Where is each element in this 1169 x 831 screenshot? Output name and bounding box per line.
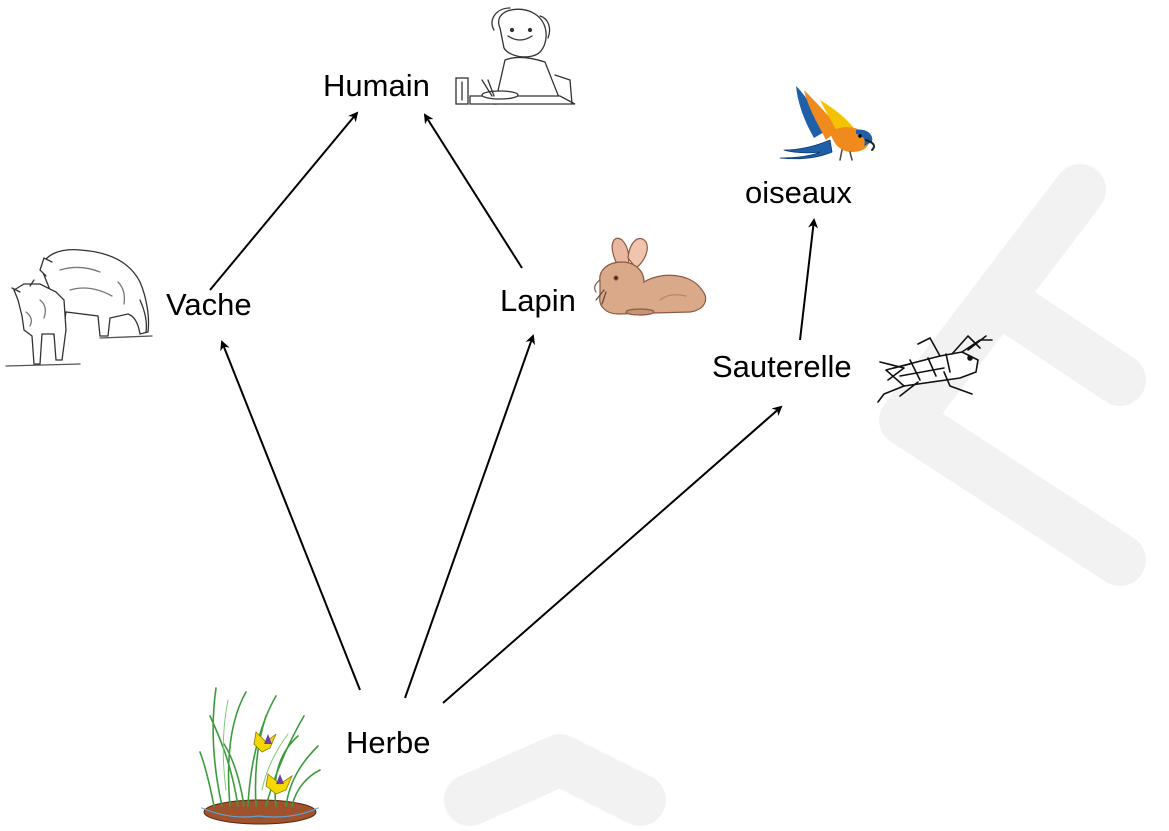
edge-sauterelle-oiseaux xyxy=(799,218,819,341)
grasshopper-icon xyxy=(877,335,993,403)
edges xyxy=(209,111,819,704)
edge-herbe-sauterelle xyxy=(442,405,783,704)
node-label-lapin: Lapin xyxy=(500,283,576,318)
node-label-humain: Humain xyxy=(323,68,430,103)
edge-herbe-lapin xyxy=(404,334,536,699)
node-label-herbe: Herbe xyxy=(346,725,431,760)
node-label-vache: Vache xyxy=(166,287,252,322)
watermark xyxy=(444,164,1146,826)
person-eating-icon xyxy=(455,7,576,105)
parrot-icon xyxy=(779,86,875,161)
edge-vache-humain xyxy=(209,111,359,291)
edge-lapin-humain xyxy=(423,113,523,269)
edge-herbe-vache xyxy=(220,340,361,691)
cow-icon xyxy=(5,249,153,367)
node-label-oiseaux: oiseaux xyxy=(745,175,852,210)
rabbit-icon xyxy=(594,237,707,316)
node-label-sauterelle: Sauterelle xyxy=(712,349,852,384)
grass-icon xyxy=(199,687,321,825)
